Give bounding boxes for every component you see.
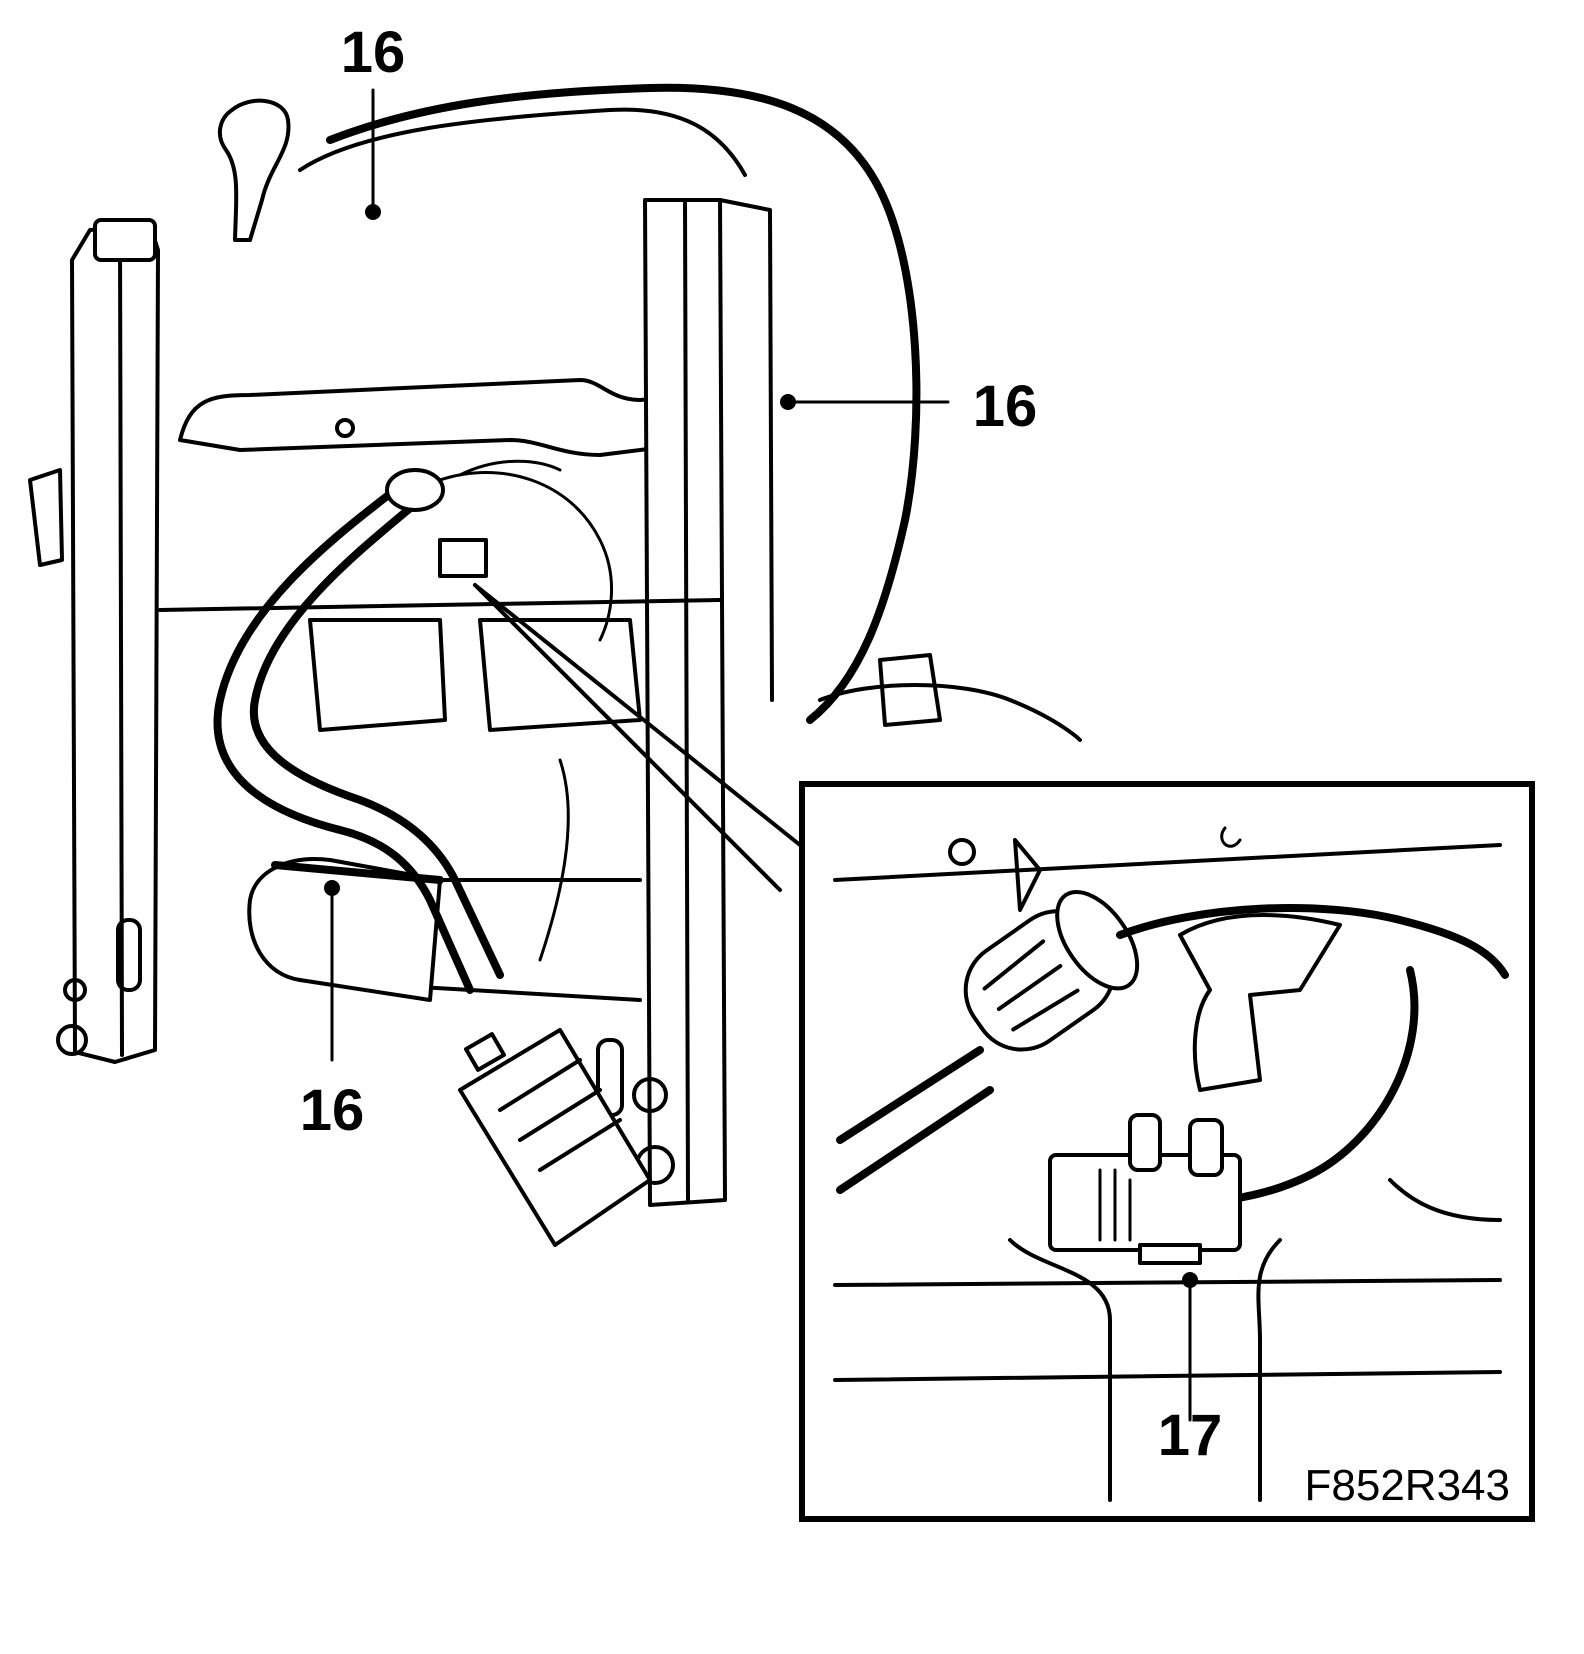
- harness-connector-top: [385, 468, 445, 512]
- detail-tube-left: [1008, 1238, 1112, 1502]
- plug-ribs: [498, 1058, 622, 1172]
- lumbar-pad-left: [308, 618, 447, 732]
- left-rail-edge: [118, 233, 124, 1057]
- harness-plug: [458, 1028, 652, 1247]
- callout-detail-dot: [1182, 1272, 1198, 1288]
- callout-right: 16: [780, 374, 1037, 439]
- callout-detail: 17: [1158, 1272, 1223, 1468]
- cushion-top-inner: [298, 107, 747, 177]
- detail-tube-right: [1256, 1238, 1282, 1502]
- callout-bottom-dot: [324, 880, 340, 896]
- seat-frame-drawing: [28, 83, 1082, 1247]
- detail-rail-upper: [833, 1278, 1502, 1287]
- frame-bar-1: [158, 598, 722, 612]
- plug-latch: [464, 1032, 506, 1072]
- detail-pin-2: [1188, 1118, 1224, 1177]
- figure-id: F852R343: [1305, 1461, 1510, 1510]
- detail-block-foot: [1138, 1243, 1202, 1265]
- zoom-leader-lower: [473, 583, 782, 892]
- callout-detail-label: 17: [1158, 1403, 1223, 1468]
- left-slot: [116, 918, 142, 992]
- left-side-rail: [70, 223, 160, 1064]
- detail-pin-1: [1128, 1113, 1162, 1172]
- left-bolt-2: [56, 1024, 88, 1056]
- detail-cable-upper: [1116, 904, 1509, 979]
- callout-bottom-label: 16: [300, 1078, 365, 1143]
- callout-right-dot: [780, 394, 796, 410]
- thin-wire-2: [538, 758, 570, 962]
- thin-wire-3: [458, 459, 562, 477]
- lumbar-pad-right: [478, 618, 642, 732]
- backrest-cushion-outline: [326, 83, 921, 724]
- right-rail-wire: [718, 198, 774, 702]
- detail-rail-lower: [833, 1370, 1502, 1382]
- detail-inset: [799, 781, 1535, 1522]
- detail-cylinder-grooves: [982, 939, 1080, 1032]
- callout-right-label: 16: [973, 374, 1038, 439]
- detail-block-ribs: [1098, 1168, 1132, 1242]
- callout-bottom: 16: [300, 880, 365, 1143]
- lower-bolster: [247, 857, 442, 1002]
- left-bolt-1: [63, 978, 87, 1002]
- thin-wire-1: [438, 471, 613, 642]
- callout-top-label: 16: [341, 20, 406, 85]
- right-bolt-1: [632, 1077, 668, 1113]
- zoom-leader-upper: [473, 583, 802, 847]
- callout-top: 16: [341, 20, 406, 220]
- right-lower-box: [878, 653, 942, 727]
- detail-tab: [1013, 838, 1042, 912]
- harness-main-inner: [249, 496, 504, 979]
- right-rail-edge: [683, 198, 690, 1202]
- right-lower-curve: [818, 683, 1082, 742]
- detail-tape-wrap: [1178, 913, 1342, 1092]
- cross-member-hole: [335, 418, 355, 438]
- detail-frame: [799, 781, 1535, 1522]
- detail-tube-right-2: [1388, 1178, 1502, 1222]
- seat-connector-small: [438, 538, 488, 578]
- detail-hole: [948, 838, 976, 866]
- harness-main-outer: [213, 486, 474, 994]
- detail-cable-left-b: [836, 1046, 984, 1144]
- upper-cross-member: [178, 378, 722, 457]
- left-rail-cap: [93, 218, 157, 262]
- detail-frame-top-edge: [833, 843, 1502, 882]
- detail-clip: [1220, 826, 1242, 848]
- callout-top-dot: [365, 204, 381, 220]
- detail-cylinder-connector: [963, 889, 1140, 1052]
- headrest-guide-left: [217, 98, 291, 242]
- detail-cable-left-a: [836, 1086, 994, 1194]
- left-bracket: [28, 468, 64, 567]
- detail-cylinder-end: [1055, 889, 1140, 991]
